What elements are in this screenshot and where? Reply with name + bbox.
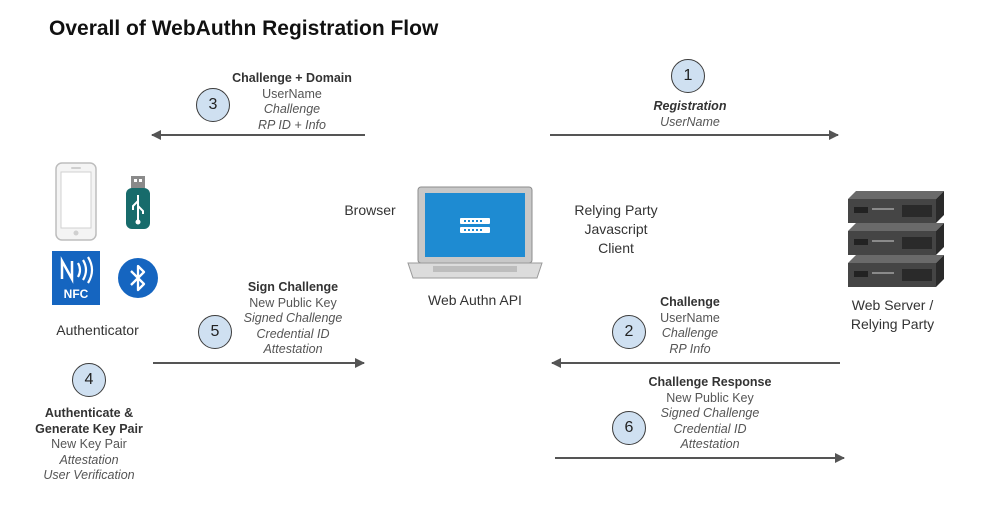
step-1-circle: 1 xyxy=(671,59,705,93)
step-1-text: Registration UserName xyxy=(615,99,765,130)
rp-client-line-3: Client xyxy=(598,240,634,256)
step-4-line: User Verification xyxy=(43,468,135,482)
usb-key-icon xyxy=(126,176,150,229)
step-2-line: Challenge xyxy=(661,326,719,340)
step-3-text: Challenge + Domain UserName Challenge RP… xyxy=(212,71,372,133)
page-title: Overall of WebAuthn Registration Flow xyxy=(49,17,439,40)
step-3-line: UserName xyxy=(262,86,322,101)
server-label: Web Server / Relying Party xyxy=(830,296,955,334)
authenticator-label: Authenticator xyxy=(56,322,139,338)
server-icon xyxy=(848,191,944,287)
step-5-text: Sign Challenge New Public Key Signed Cha… xyxy=(218,280,368,358)
step-6-line: New Public Key xyxy=(666,390,754,405)
step-1-line: UserName xyxy=(660,114,720,129)
browser-label: Browser xyxy=(344,202,396,218)
step-2-circle: 2 xyxy=(612,315,646,349)
step-5-line: Signed Challenge xyxy=(243,311,343,325)
step-3-circle: 3 xyxy=(196,88,230,122)
step-3-heading: Challenge + Domain xyxy=(232,71,352,85)
step-1-heading: Registration xyxy=(653,99,727,113)
rp-client-line-1: Relying Party xyxy=(574,202,658,218)
webauthn-api-label: Web Authn API xyxy=(428,292,522,308)
step-5-circle: 5 xyxy=(198,315,232,349)
step-4-circle: 4 xyxy=(72,363,106,397)
step-6-heading: Challenge Response xyxy=(648,375,772,389)
step-6-line: Signed Challenge xyxy=(660,406,760,420)
step-2-heading: Challenge xyxy=(660,295,720,309)
step-2-text: Challenge UserName Challenge RP Info xyxy=(615,295,765,357)
step-6-circle: 6 xyxy=(612,411,646,445)
step-5-line: Credential ID xyxy=(256,326,330,341)
step-3-line: Challenge xyxy=(263,102,321,116)
step-4-line: Attestation xyxy=(59,452,119,467)
rp-client-label: Relying Party Javascript Client xyxy=(556,201,676,258)
step-4-text: Authenticate & Generate Key Pair New Key… xyxy=(14,406,164,484)
phone-icon xyxy=(55,162,97,241)
rp-client-line-2: Javascript xyxy=(584,221,648,237)
bluetooth-icon xyxy=(118,258,158,298)
step-4-heading: Authenticate & xyxy=(44,406,134,420)
nfc-waves-icon xyxy=(60,256,94,284)
step-4-line: New Key Pair xyxy=(51,437,127,451)
step-5-line: Attestation xyxy=(263,342,323,356)
step-2-line: UserName xyxy=(660,310,720,325)
step-4-heading: Generate Key Pair xyxy=(35,421,143,436)
step-5-line: New Public Key xyxy=(249,295,337,310)
step-2-line: RP Info xyxy=(669,341,711,356)
step-6-line: Credential ID xyxy=(673,421,747,436)
step-3-line: RP ID + Info xyxy=(258,117,326,132)
laptop-icon xyxy=(407,186,543,279)
server-line-1: Web Server / xyxy=(851,297,934,313)
step-6-line: Attestation xyxy=(680,437,740,451)
server-line-2: Relying Party xyxy=(850,316,935,332)
step-6-text: Challenge Response New Public Key Signed… xyxy=(625,375,795,453)
nfc-label: NFC xyxy=(63,287,89,301)
nfc-icon: NFC xyxy=(52,251,100,305)
step-5-heading: Sign Challenge xyxy=(247,280,339,294)
